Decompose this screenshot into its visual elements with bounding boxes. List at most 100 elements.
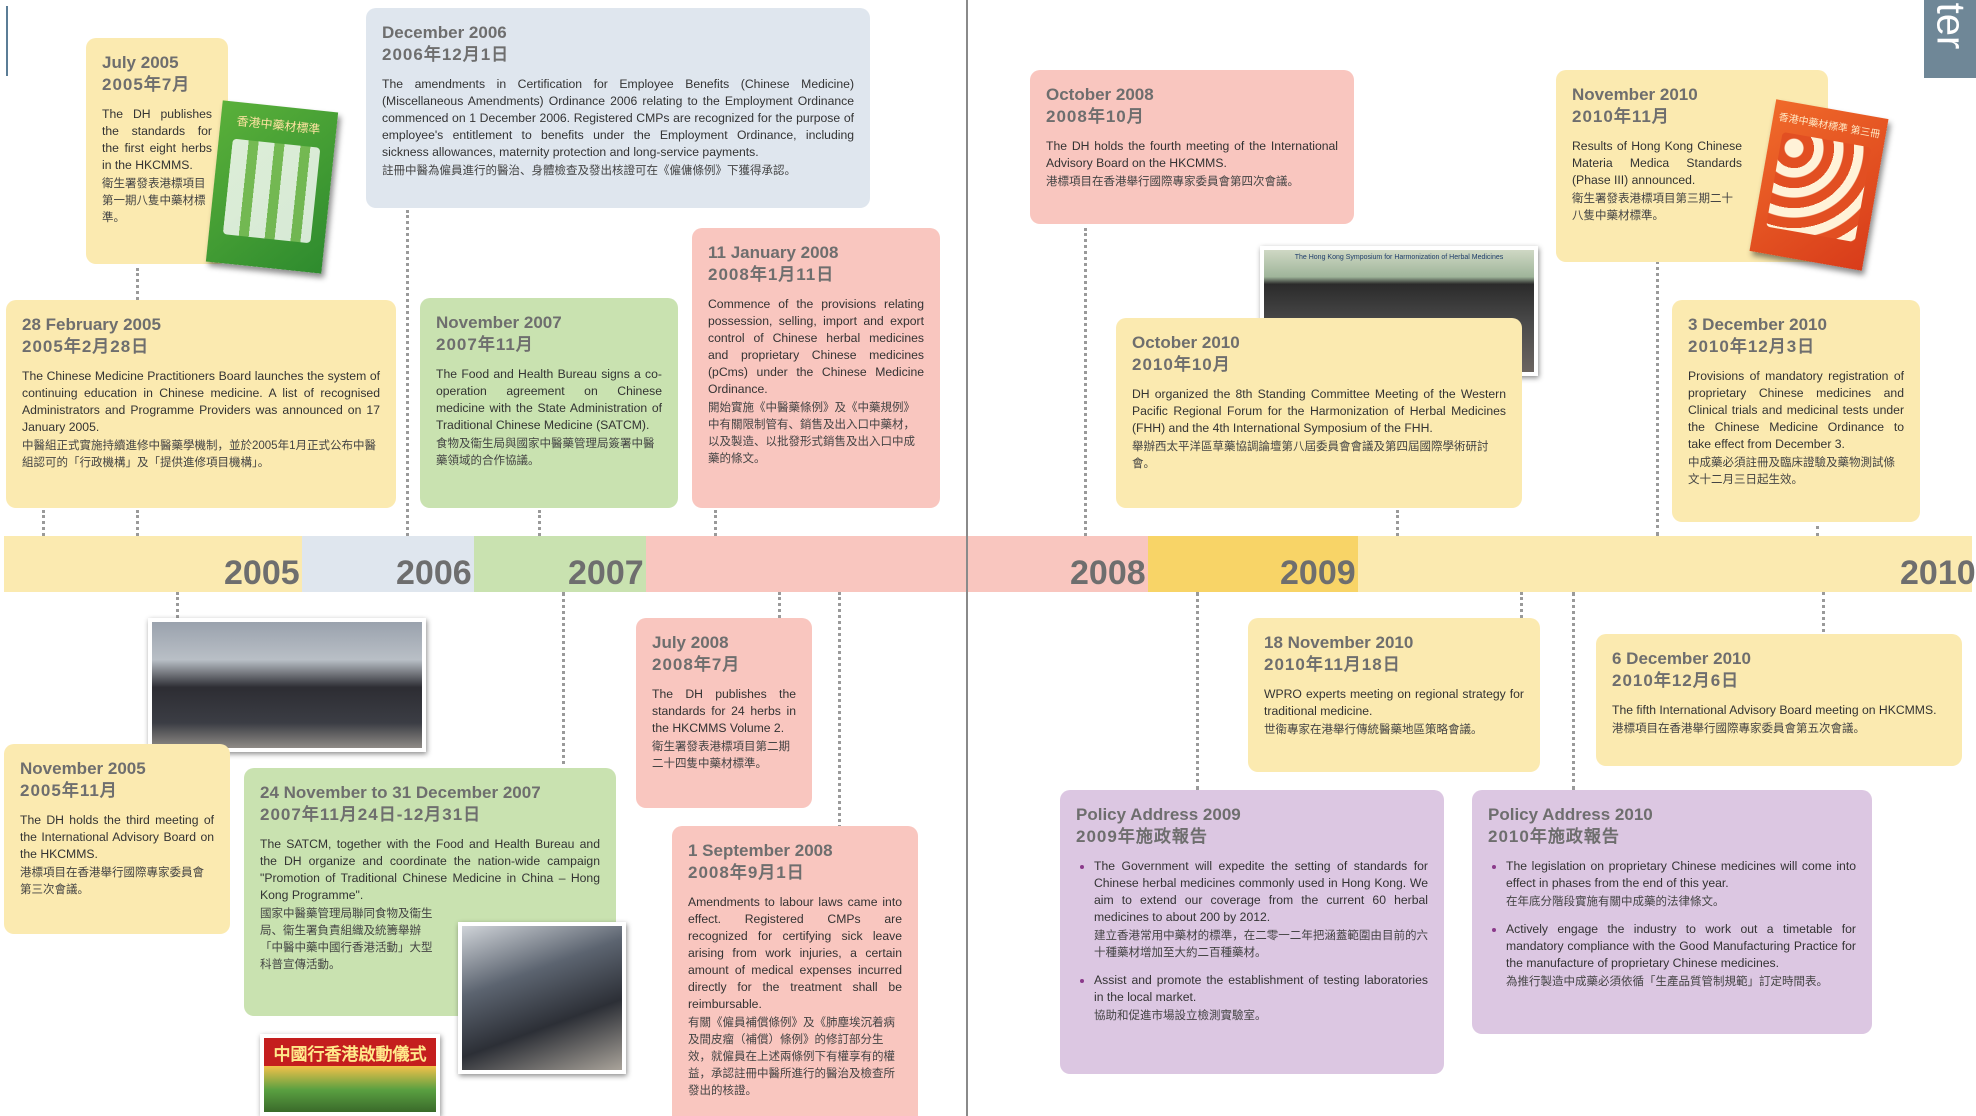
connector-line [1816,526,1819,536]
event-text: Commence of the provisions relating poss… [708,297,924,396]
year-band-2007 [474,536,646,592]
connector-line [1396,510,1399,536]
bullet-text: The legislation on proprietary Chinese m… [1506,859,1856,890]
year-label-2010: 2010 [1900,554,1976,592]
event-card-jul2005: July 2005 2005年7月 The DH publishes the s… [86,38,228,264]
event-date-zh: 2008年7月 [652,655,741,674]
event-card-dec2010b: 6 December 2010 2010年12月6日 The fifth Int… [1596,634,1962,766]
hkcmms-volume1-book-cover: 香港中藥材標準 [205,100,339,274]
connector-line [1520,592,1523,618]
event-card-nov2010b: 18 November 2010 2010年11月18日 WPRO expert… [1248,618,1540,772]
year-band-2009 [1148,536,1358,592]
page-edge-marker [6,6,8,76]
event-date-zh: 2005年7月 [102,75,191,94]
bullet-text: Assist and promote the establishment of … [1094,973,1428,1004]
event-date-zh: 2010年12月3日 [1688,337,1816,356]
year-band-2006 [302,536,474,592]
event-date-zh: 2010年11月 [1572,107,1670,126]
connector-line [1572,592,1575,790]
policy-title-zh: 2009年施政報告 [1076,827,1208,846]
event-date: 1 September 2008 [688,841,833,860]
event-text-zh: 中成藥必須註冊及臨床證驗及藥物測試條文十二月三日起生效。 [1688,457,1895,486]
event-date: November 2007 [436,313,562,332]
event-date: October 2008 [1046,85,1154,104]
section-tab-label: ter [1928,2,1972,50]
policy-bullet: The Government will expedite the setting… [1094,858,1428,962]
year-band-2010 [1358,536,1972,592]
event-date-zh: 2007年11月24日-12月31日 [260,805,482,824]
event-date: October 2010 [1132,333,1240,352]
campaign-launch-photo: 中國行香港啟動儀式 [260,1034,440,1116]
year-label-2007: 2007 [568,554,644,592]
event-card-dec2006: December 2006 2006年12月1日 The amendments … [366,8,870,208]
year-label-2008: 2008 [1070,554,1146,592]
event-text: The amendments in Certification for Empl… [382,77,854,159]
event-date-zh: 2010年10月 [1132,355,1231,374]
event-card-nov2007: November 2007 2007年11月 The Food and Heal… [420,298,678,508]
event-date-zh: 2008年10月 [1046,107,1145,126]
connector-line [838,592,841,828]
book-title: 香港中藥材標準 [235,113,321,137]
event-text-zh: 衛生署發表港標項目第二期二十四隻中藥材標準。 [652,741,790,770]
event-date: 18 November 2010 [1264,633,1414,652]
event-card-oct2010: October 2010 2010年10月 DH organized the 8… [1116,318,1522,508]
event-text-zh: 港標項目在香港舉行國際專家委員會第五次會議。 [1612,723,1865,735]
policy-title-zh: 2010年施政報告 [1488,827,1620,846]
year-band-2005 [4,536,302,592]
section-tab[interactable]: ter [1924,0,1976,78]
policy-title: Policy Address 2010 [1488,805,1653,824]
connector-line [1822,592,1825,632]
year-label-2005: 2005 [224,554,300,592]
event-text: Results of Hong Kong Chinese Materia Med… [1572,139,1742,187]
event-date: 28 February 2005 [22,315,161,334]
event-text-zh: 食物及衞生局與國家中醫藥管理局簽署中醫藥領域的合作協議。 [436,438,655,467]
connector-line [406,210,409,536]
herb-thumbnails-icon [222,138,321,244]
policy-address-2009-card: Policy Address 2009 2009年施政報告 The Govern… [1060,790,1444,1074]
event-date-zh: 2005年2月28日 [22,337,150,356]
event-date: 11 January 2008 [708,243,839,262]
event-date: 24 November to 31 December 2007 [260,783,541,802]
event-card-dec2010a: 3 December 2010 2010年12月3日 Provisions of… [1672,300,1920,522]
event-date-zh: 2005年11月 [20,781,118,800]
bullet-text-zh: 為推行製造中成藥必須依循「生產品質管制規範」訂定時間表。 [1506,976,1828,988]
bullet-text: The Government will expedite the setting… [1094,859,1428,924]
event-text-zh: 註冊中醫為僱員進行的醫治、身體檢查及發出核證可在《僱傭條例》下獲得承認。 [382,165,796,177]
event-card-sep2008: 1 September 2008 2008年9月1日 Amendments to… [672,826,918,1116]
policy-bullet-list: The Government will expedite the setting… [1076,858,1428,1025]
event-card-jan2008: 11 January 2008 2008年1月11日 Commence of t… [692,228,940,508]
event-text-zh: 有關《僱員補償條例》及《肺塵埃沉着病及間皮瘤（補償）條例》的修訂部分生效，就僱員… [688,1017,895,1097]
policy-bullet-list: The legislation on proprietary Chinese m… [1488,858,1856,991]
event-text: Provisions of mandatory registration of … [1688,369,1904,451]
connector-line [562,592,565,772]
event-text-zh: 衛生署發表港標項目第三期二十八隻中藥材標準。 [1572,193,1733,222]
event-card-nov2005: November 2005 2005年11月 The DH holds the … [4,744,230,934]
event-text-zh: 國家中醫藥管理局聯同食物及衞生局、衞生署負責組織及統籌舉辦「中醫中藥中國行香港活… [260,908,433,971]
event-card-feb2005: 28 February 2005 2005年2月28日 The Chinese … [6,300,396,508]
connector-line [714,510,717,536]
event-text-zh: 世衛專家在港舉行傳統醫藥地區策略會議。 [1264,724,1483,736]
event-text-zh: 港標項目在香港舉行國際專家委員會第四次會議。 [1046,176,1299,188]
event-text-zh: 中醫組正式實施持續進修中醫藥學機制，並於2005年1月正式公布中醫組認可的「行政… [22,440,376,469]
event-card-oct2008: October 2008 2008年10月 The DH holds the f… [1030,70,1354,224]
event-text: The DH publishes the standards for 24 he… [652,687,796,735]
connector-line [538,510,541,536]
event-date-zh: 2008年9月1日 [688,863,805,882]
policy-address-2010-card: Policy Address 2010 2010年施政報告 The legisl… [1472,790,1872,1034]
herb-thumbnails-icon [1766,131,1872,243]
connector-line [42,510,45,536]
event-date: December 2006 [382,23,507,42]
event-text-zh: 舉辦西太平洋區草藥協調論壇第八屆委員會會議及第四屆國際學術研討會。 [1132,441,1489,470]
event-date: 3 December 2010 [1688,315,1827,334]
event-date: November 2005 [20,759,146,778]
bullet-text: Actively engage the industry to work out… [1506,922,1856,970]
event-date-zh: 2007年11月 [436,335,534,354]
event-text: WPRO experts meeting on regional strateg… [1264,687,1524,718]
event-text: The DH holds the fourth meeting of the I… [1046,139,1338,170]
campaign-banner-text: 中國行香港啟動儀式 [273,1045,427,1064]
event-text: DH organized the 8th Standing Committee … [1132,387,1506,435]
policy-bullet: Actively engage the industry to work out… [1506,921,1856,991]
year-band-2008 [646,536,1148,592]
connector-line [1656,260,1659,536]
